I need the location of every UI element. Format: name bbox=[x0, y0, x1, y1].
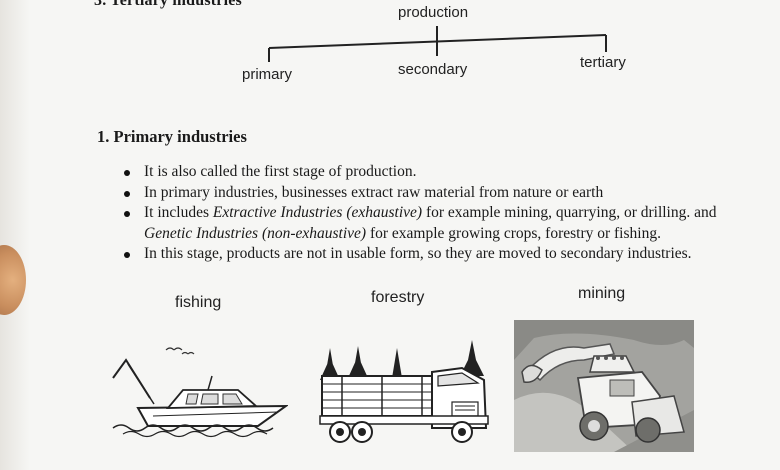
bullet-text: for example mining, quarrying, or drilli… bbox=[422, 204, 717, 221]
tree-child-primary: primary bbox=[242, 66, 293, 83]
tree-child-tertiary: tertiary bbox=[580, 54, 626, 71]
bullet-dot bbox=[124, 170, 130, 176]
fishing-boat-icon bbox=[112, 347, 288, 438]
bullet-text: It includes bbox=[144, 204, 213, 221]
bullet-list: It is also called the first stage of pro… bbox=[122, 162, 742, 265]
section-title: 1. Primary industries bbox=[97, 127, 247, 146]
bullet-text: It is also called the first stage of pro… bbox=[144, 163, 417, 180]
page-edge-shadow bbox=[0, 0, 30, 470]
production-tree-diagram bbox=[268, 26, 607, 62]
bullet-italic-term: Extractive Industries (exhaustive) bbox=[212, 204, 423, 221]
bullet-text: In this stage, products are not in usabl… bbox=[144, 245, 692, 262]
image-label-forestry: forestry bbox=[371, 289, 425, 306]
image-label-mining: mining bbox=[578, 285, 626, 302]
bullet-dot bbox=[124, 190, 130, 197]
bullet-dot bbox=[124, 211, 130, 217]
tree-branch-line bbox=[268, 34, 607, 49]
logging-truck-icon bbox=[319, 340, 489, 443]
list-item: In this stage, products are not in usabl… bbox=[122, 244, 742, 265]
heading-tertiary-industries: 3. Tertiary industries bbox=[94, 0, 242, 9]
list-item: It includes Extractive Industries (exhau… bbox=[122, 203, 742, 244]
bullet-text: In primary industries, businesses extrac… bbox=[144, 183, 604, 201]
bullet-dot bbox=[124, 252, 130, 258]
image-label-fishing: fishing bbox=[175, 294, 222, 311]
list-item: It is also called the first stage of pro… bbox=[122, 162, 742, 183]
tree-child-secondary: secondary bbox=[398, 61, 468, 78]
mining-excavator-icon bbox=[514, 320, 694, 452]
list-item: In primary industries, businesses extrac… bbox=[122, 183, 742, 204]
bullet-text: for example growing crops, forestry or f… bbox=[366, 224, 661, 242]
tree-root-label: production bbox=[398, 4, 469, 21]
bullet-italic-term: Genetic Industries (non-exhaustive) bbox=[144, 224, 367, 242]
